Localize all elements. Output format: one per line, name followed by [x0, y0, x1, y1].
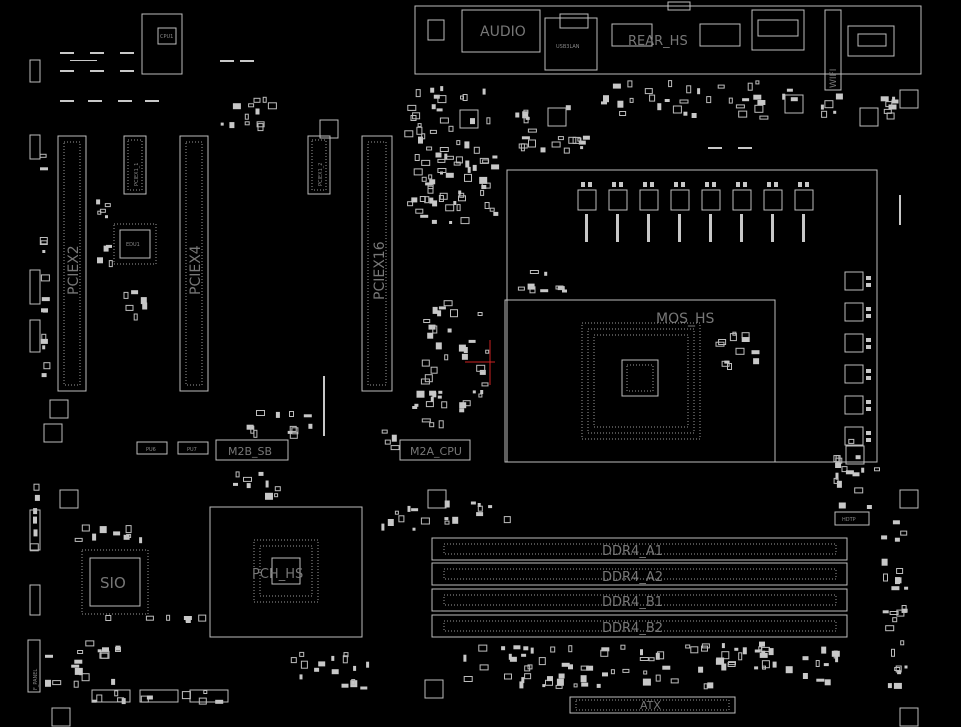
mos-hs-area: MOS_HS	[504, 299, 776, 463]
edu1-label: EDU1	[126, 242, 140, 248]
small-components	[29, 52, 919, 727]
ddr4-b2-slot: DDR4_B2	[431, 614, 848, 638]
pch-area: PCH_HS	[209, 506, 363, 638]
cpu-socket	[581, 322, 701, 440]
f-panel-connector: F_PANEL	[27, 639, 41, 693]
usb-lan-label: USB3LAN	[556, 44, 580, 50]
crosshair-marker	[465, 340, 495, 385]
m2a-cpu-connector: M2A_CPU	[399, 439, 471, 461]
pciex1-b-label: PCIEX1_2	[318, 163, 324, 186]
mos-hs-label: MOS_HS	[656, 311, 715, 327]
sio-label: SIO	[100, 574, 126, 592]
pciex4-label: PCIEX4	[188, 245, 204, 295]
ddr4-a2-slot: DDR4_A2	[431, 562, 848, 586]
pciex1-a-label: PCIEX1_1	[134, 163, 140, 186]
pciex2-label: PCIEX2	[66, 245, 82, 295]
ddr4-slots: DDR4_A1 DDR4_A2 DDR4_B1 DDR4_B2	[431, 537, 848, 638]
wifi-label: WIFI	[829, 69, 839, 88]
sio-chip: SIO	[81, 549, 149, 615]
ddr4-b2-label: DDR4_B2	[602, 621, 663, 636]
pciex4-slot: PCIEX4	[179, 135, 209, 392]
cpu1-area: CPU1	[141, 13, 183, 75]
hdtp-connector: HDTP	[834, 511, 870, 526]
m2a-cpu-label: M2A_CPU	[410, 445, 462, 458]
usb-lan-connector	[544, 17, 598, 71]
rear-io-area: AUDIO USB3LAN REAR_HS WIFI	[414, 1, 922, 91]
pciex16-label: PCIEX16	[372, 241, 388, 300]
ddr4-a1-slot: DDR4_A1	[431, 537, 848, 561]
pciex2-slot: PCIEX2	[57, 135, 87, 392]
m2b-sb-connector: M2B_SB	[215, 439, 289, 461]
audio-label: AUDIO	[480, 24, 526, 40]
f-panel-label: F_PANEL	[33, 669, 39, 690]
pciex16-slot: PCIEX16	[361, 135, 393, 392]
atx-label: ATX	[640, 699, 661, 712]
pu7-chip: PU7	[177, 441, 209, 455]
ddr4-b1-label: DDR4_B1	[602, 595, 663, 610]
pciex1-slot-b: PCIEX1_2	[307, 135, 331, 195]
pu6-label: PU6	[146, 447, 156, 453]
pu7-label: PU7	[187, 447, 197, 453]
hdtp-label: HDTP	[842, 517, 856, 523]
ddr4-a2-label: DDR4_A2	[602, 570, 663, 585]
m2b-sb-label: M2B_SB	[228, 445, 272, 458]
pch-hs-label: PCH_HS	[252, 567, 303, 582]
pciex1-slot-a: PCIEX1_1	[123, 135, 147, 195]
cpu1-label: CPU1	[160, 34, 173, 40]
audio-connector	[461, 9, 541, 53]
ddr4-a1-label: DDR4_A1	[602, 544, 663, 559]
atx-connector: ATX	[569, 696, 736, 714]
pu6-chip: PU6	[136, 441, 168, 455]
ddr4-b1-slot: DDR4_B1	[431, 588, 848, 612]
rear-hs-label: REAR_HS	[628, 34, 688, 49]
edu1-chip: EDU1	[113, 223, 157, 265]
